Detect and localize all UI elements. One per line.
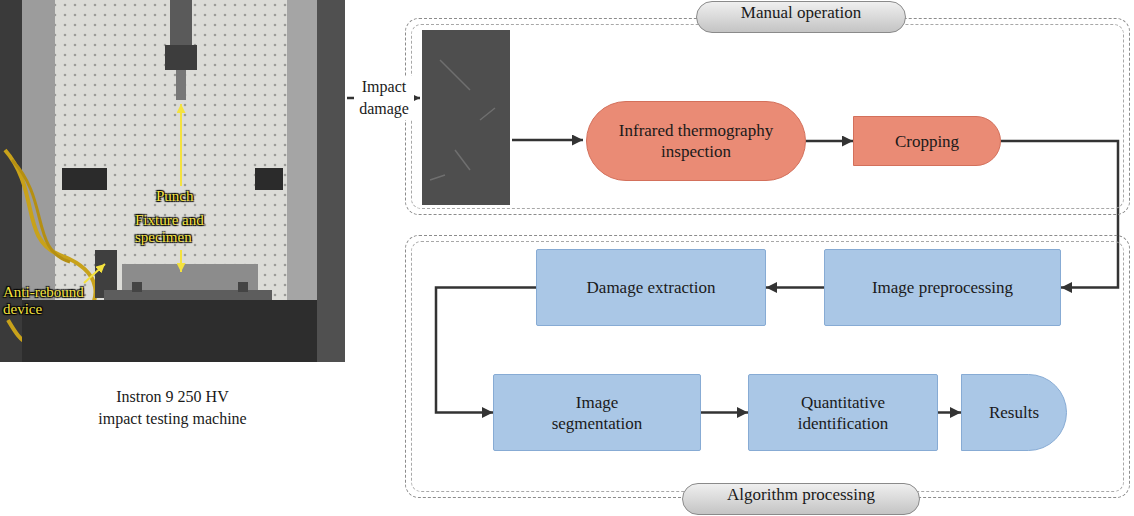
- box-text: Results: [989, 402, 1039, 423]
- drawing-part: [422, 30, 510, 205]
- process-box: Quantitative identification: [748, 374, 938, 451]
- machine-photo: [0, 0, 345, 362]
- flow-arrow: [701, 411, 748, 414]
- group-heading: Manual operation: [696, 1, 906, 33]
- flow-arrow: [766, 286, 824, 289]
- flow-arrow: [806, 140, 853, 143]
- drawing-part: [0, 0, 345, 362]
- algorithm-group: Algorithm processingImage preprocessingD…: [405, 235, 1130, 498]
- drawing-part: [122, 264, 258, 292]
- process-box: Damage extraction: [536, 249, 766, 326]
- terminal-box: Results: [961, 374, 1067, 451]
- box-text: Cropping: [895, 131, 959, 152]
- drawing-part: [176, 70, 186, 100]
- drawing-part: [317, 0, 345, 362]
- box-text: Infrared thermography inspection: [606, 120, 786, 162]
- drawing-part: [132, 282, 142, 292]
- photo-caption: Instron 9 250 HV impact testing machine: [95, 386, 250, 430]
- manual-group: Manual operationInfrared thermography in…: [405, 18, 1130, 215]
- process-box: Cropping: [853, 116, 1001, 166]
- drawing-part: [12, 160, 70, 262]
- part-label: Anti-rebound device: [3, 284, 85, 318]
- part-label: Punch: [156, 188, 216, 205]
- drawing-part: [55, 0, 287, 300]
- box-text: Quantitative identification: [783, 392, 903, 434]
- drawing-part: [430, 60, 495, 180]
- part-label: Fixture and specimen: [135, 212, 235, 246]
- arrow-label: Impact damage: [354, 76, 414, 120]
- drawing-part: [22, 0, 55, 300]
- process-box: Infrared thermography inspection: [586, 101, 806, 181]
- drawing-part: [255, 168, 283, 190]
- drawing-part: [55, 0, 287, 300]
- drawing-part: [170, 0, 192, 45]
- drawing-part: [180, 250, 182, 272]
- drawing-part: [238, 282, 248, 292]
- drawing-part: [165, 45, 197, 70]
- drawing-part: [84, 264, 105, 283]
- drawing-part: [512, 139, 583, 142]
- drawing-part: [287, 0, 317, 300]
- group-heading: Algorithm processing: [682, 483, 920, 515]
- drawing-part: [62, 168, 107, 190]
- process-box: Image segmentation: [493, 374, 701, 451]
- drawing-part: [180, 104, 182, 186]
- process-box: Image preprocessing: [824, 249, 1061, 326]
- box-text: Damage extraction: [587, 277, 716, 298]
- box-text: Image preprocessing: [872, 277, 1013, 298]
- flow-arrow: [938, 411, 961, 414]
- drawing-part: [22, 300, 317, 362]
- box-text: Image segmentation: [542, 392, 652, 434]
